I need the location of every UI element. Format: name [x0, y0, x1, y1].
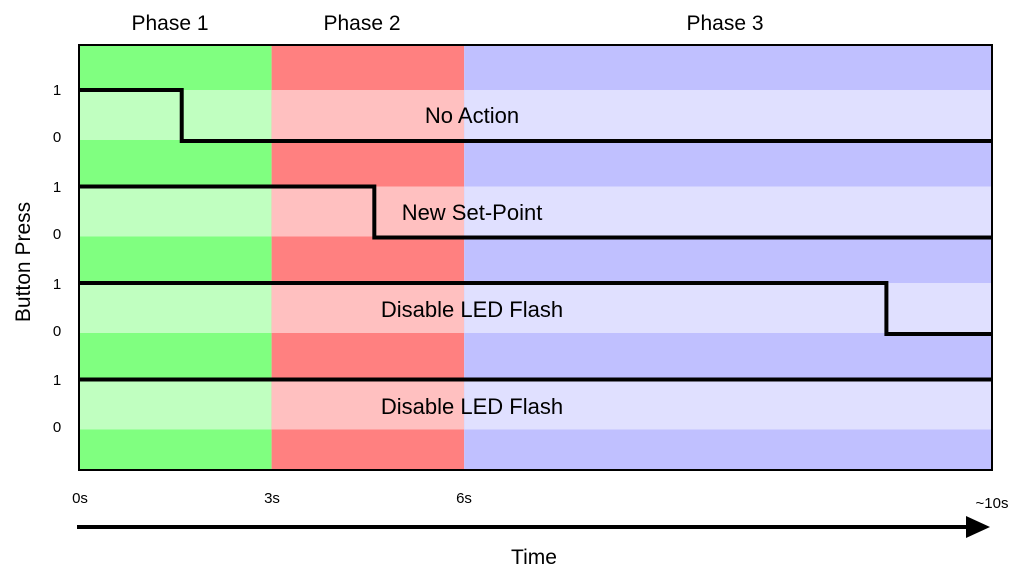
- phase-bands: [79, 45, 992, 470]
- row-3-high-label: 1: [53, 276, 61, 293]
- row-4-low-label: 0: [53, 419, 61, 436]
- row-4-high-label: 1: [53, 372, 61, 389]
- x-axis-title: Time: [511, 546, 557, 569]
- time-axis-arrow: [77, 516, 990, 538]
- signal-trace-row-1: [79, 88, 992, 143]
- phase-2-row-2-stripe: [271, 186, 465, 237]
- phase-1-row-4-stripe: [79, 379, 272, 430]
- signal-trace-row-3: [79, 281, 992, 336]
- phase-3-row-1-stripe: [464, 90, 992, 140]
- phase-1-row-1-stripe: [79, 90, 272, 140]
- row-3-low-label: 0: [53, 323, 61, 340]
- phase-1-label: Phase 1: [131, 12, 208, 35]
- phase-3-row-2-stripe: [464, 186, 992, 237]
- row-label-disable-led-flash-2: Disable LED Flash: [381, 394, 563, 419]
- phase-1-row-2-stripe: [79, 186, 272, 237]
- phase-3-label: Phase 3: [686, 12, 763, 35]
- x-tick-0s: 0s: [72, 490, 88, 507]
- x-tick-3s: 3s: [264, 490, 280, 507]
- row-2-low-label: 0: [53, 226, 61, 243]
- phase-2-row-3-stripe: [271, 283, 465, 333]
- row-1-high-label: 1: [53, 82, 61, 99]
- phase-3-row-4-stripe: [464, 379, 992, 430]
- x-tick-10s: ~10s: [976, 495, 1009, 512]
- row-label-new-set-point: New Set-Point: [402, 200, 543, 225]
- phase-2-row-4-stripe: [271, 379, 465, 430]
- row-1-low-label: 0: [53, 129, 61, 146]
- x-tick-6s: 6s: [456, 490, 472, 507]
- phase-3-row-3-stripe: [464, 283, 992, 333]
- phase-2-label: Phase 2: [323, 12, 400, 35]
- phase-2-row-1-stripe: [271, 90, 465, 140]
- y-axis-title: Button Press: [12, 202, 35, 322]
- row-label-disable-led-flash-1: Disable LED Flash: [381, 297, 563, 322]
- plot-border: [78, 44, 993, 471]
- phase-1-row-3-stripe: [79, 283, 272, 333]
- row-2-high-label: 1: [53, 179, 61, 196]
- signal-traces: [79, 88, 992, 382]
- row-label-no-action: No Action: [425, 103, 519, 128]
- signal-trace-row-2: [79, 184, 992, 240]
